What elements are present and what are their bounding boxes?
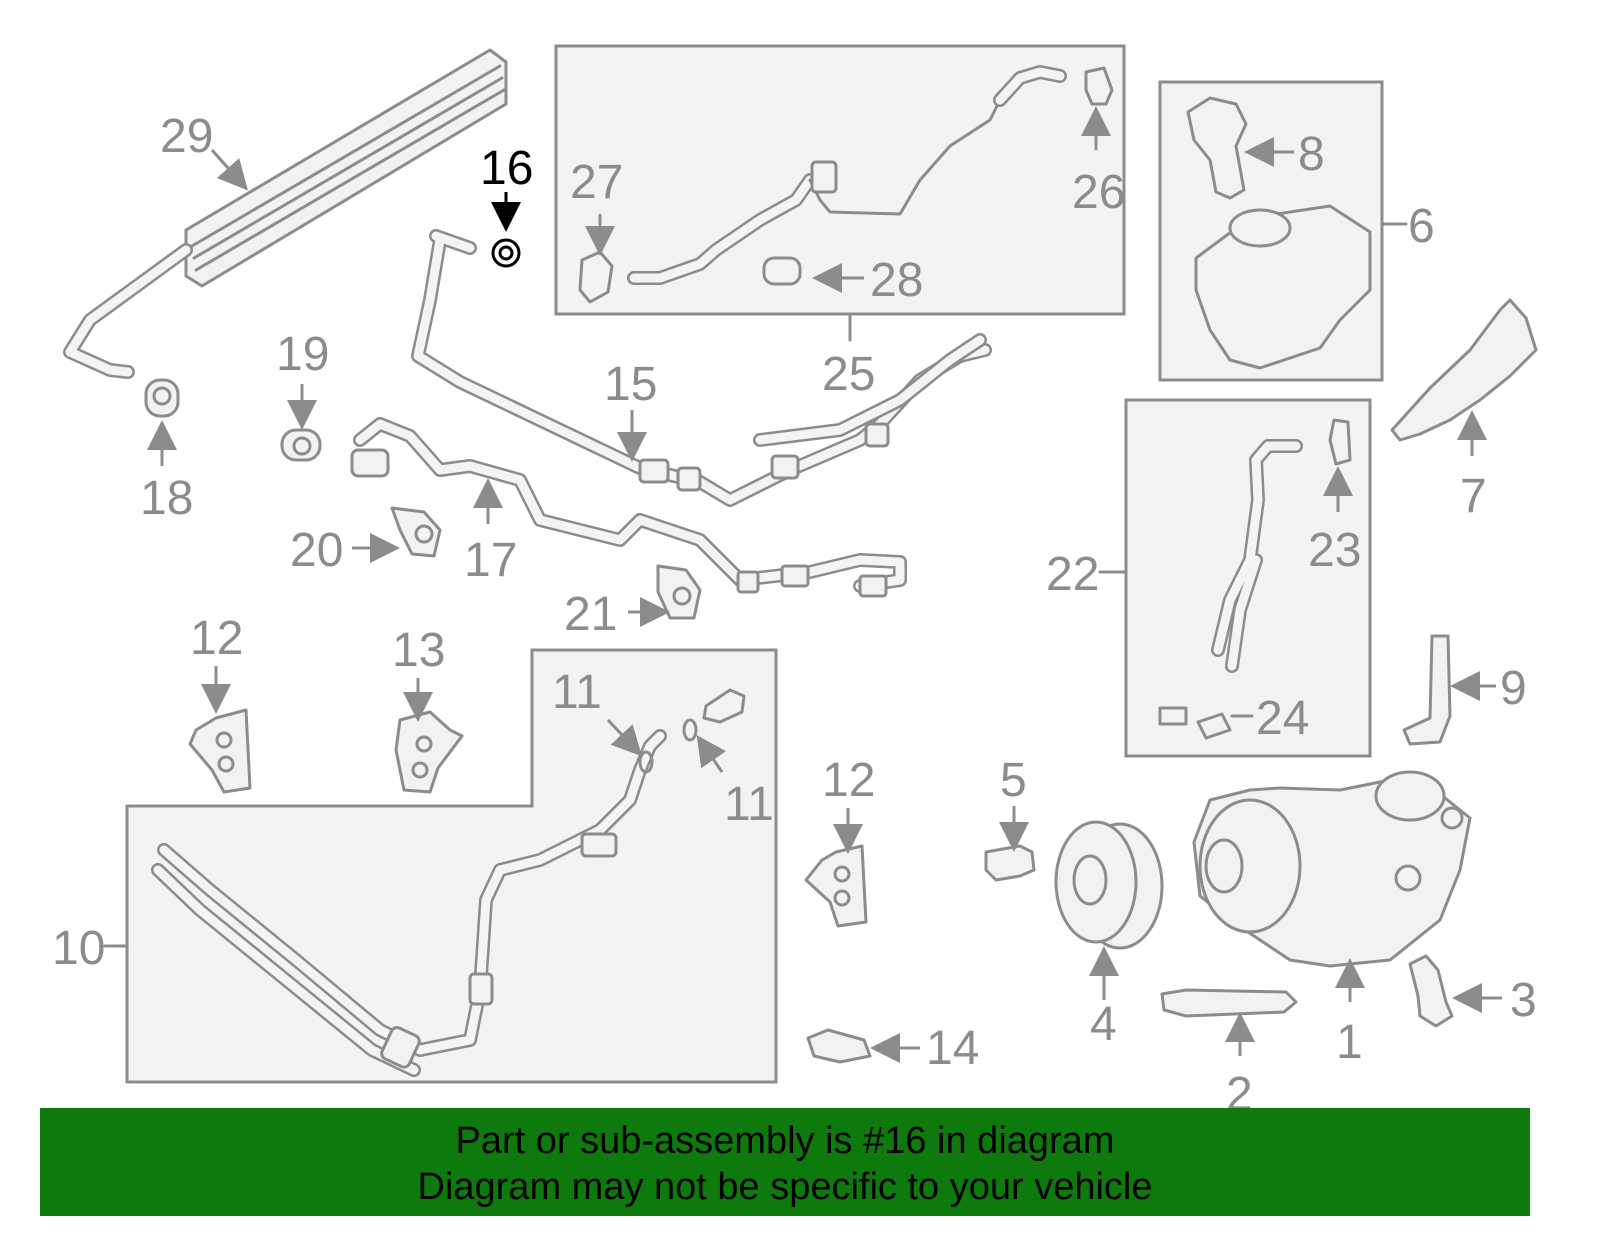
callout-20: 20 <box>290 524 343 577</box>
clip-14 <box>806 1028 872 1064</box>
info-banner: Part or sub-assembly is #16 in diagram D… <box>40 1108 1530 1216</box>
bolt-2 <box>1160 988 1298 1018</box>
return-line-17 <box>350 417 907 598</box>
callout-27: 27 <box>570 156 623 209</box>
callout-24: 24 <box>1256 692 1309 745</box>
leader-lines <box>103 106 1502 1063</box>
banner-line-1: Part or sub-assembly is #16 in diagram <box>455 1120 1115 1162</box>
pressure-line-15 <box>411 229 992 507</box>
cooler-29 <box>63 48 508 379</box>
callout-12a: 12 <box>190 612 243 665</box>
callout-14: 14 <box>926 1022 979 1075</box>
callout-12b: 12 <box>822 754 875 807</box>
callout-28: 28 <box>870 254 923 307</box>
callout-15: 15 <box>604 358 657 411</box>
callout-11b: 11 <box>724 778 774 831</box>
bracket-12b <box>804 844 868 928</box>
bolt-3 <box>1408 954 1454 1028</box>
o-ring-16 <box>491 238 521 268</box>
pump-1 <box>1192 770 1472 968</box>
callout-18: 18 <box>140 472 193 525</box>
pulley-4 <box>1054 820 1164 950</box>
callout-19: 19 <box>276 328 329 381</box>
callout-7: 7 <box>1460 470 1487 523</box>
callout-22: 22 <box>1046 548 1099 601</box>
callout-29: 29 <box>160 110 213 163</box>
callout-4: 4 <box>1090 998 1117 1051</box>
callout-8: 8 <box>1298 128 1325 181</box>
callout-16: 16 <box>480 142 533 195</box>
callout-11a: 11 <box>552 666 602 719</box>
callout-9: 9 <box>1500 662 1527 715</box>
bracket-9 <box>1402 634 1452 746</box>
seals-11 <box>638 688 746 774</box>
callout-23: 23 <box>1308 524 1361 577</box>
clip-19 <box>280 428 322 462</box>
callout-13: 13 <box>392 624 445 677</box>
bracket-13 <box>394 710 464 794</box>
hose-22 <box>1158 418 1352 740</box>
callout-1: 1 <box>1336 1016 1363 1069</box>
callout-3: 3 <box>1510 974 1537 1027</box>
reservoir-6 <box>1194 204 1372 370</box>
bracket-7 <box>1390 298 1538 442</box>
callout-6: 6 <box>1408 200 1435 253</box>
callout-21: 21 <box>564 588 617 641</box>
hose-assembly-25 <box>578 65 1114 304</box>
callout-17: 17 <box>464 534 517 587</box>
clip-18 <box>144 378 180 418</box>
cap-8 <box>1186 96 1248 200</box>
bracket-20 <box>390 506 442 558</box>
callout-5: 5 <box>1000 754 1027 807</box>
callout-25: 25 <box>822 348 875 401</box>
banner-line-2: Diagram may not be specific to your vehi… <box>417 1166 1153 1208</box>
callout-26: 26 <box>1072 166 1125 219</box>
bracket-21 <box>656 564 702 620</box>
callout-10: 10 <box>52 922 105 975</box>
bolt-5 <box>984 844 1036 882</box>
bracket-12a <box>188 708 252 794</box>
hose-10 <box>151 729 667 1077</box>
